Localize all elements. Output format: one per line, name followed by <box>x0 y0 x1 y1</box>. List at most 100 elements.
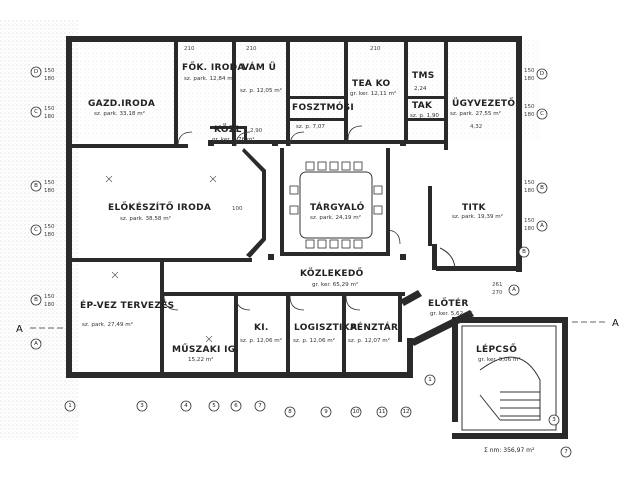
axis-left-3: B <box>34 183 38 189</box>
axis-right-2: C <box>540 111 544 117</box>
axis-left-1: D <box>34 69 38 75</box>
axis-right-3: B <box>540 185 544 191</box>
axis-bottom-5: 6 <box>234 403 238 409</box>
room-name-eloter: ELŐTÉR <box>428 297 469 309</box>
room-name-fok-iroda: FŐK. IRODA <box>182 62 245 73</box>
axis-right-5: B <box>522 249 526 255</box>
interior-walls <box>72 40 448 374</box>
axis-bottom-11: 12 <box>403 409 410 415</box>
dim-180-r4: 180 <box>524 226 535 232</box>
entrance-walls <box>400 244 474 346</box>
axis-bottom-9: 10 <box>353 409 360 415</box>
meeting-table <box>289 161 383 249</box>
axis-bottom-4: 5 <box>212 403 216 409</box>
dim-210-a: 210 <box>184 46 195 52</box>
room-area-elokeszito: sz. park. 38,58 m² <box>120 215 171 222</box>
room-name-ep-vez: ÉP-VEZ TERVEZÉS <box>80 299 174 311</box>
dim-180-l2: 180 <box>44 114 55 120</box>
dim-150-r4: 150 <box>524 218 535 224</box>
dimensions: 210 210 210 2,90 100 4,32 261 270 150 18… <box>44 46 535 308</box>
axis-bottom-2: 3 <box>140 403 144 409</box>
room-name-kozl: KÖZL <box>214 124 242 135</box>
dim-290: 2,90 <box>250 128 263 134</box>
room-name-fosztmosi: FOSZTMÓSI <box>292 101 354 113</box>
room-area-lepcso: gr. ker. 9,06 m² <box>478 356 521 363</box>
dim-270: 270 <box>492 290 503 296</box>
axis-left-5: B <box>34 297 38 303</box>
room-name-penztar: PÉNZTÁR <box>350 321 398 333</box>
room-name-ugyvezeto: ÜGYVEZETŐ <box>452 98 515 109</box>
dim-150-r3: 150 <box>524 180 535 186</box>
section-label-right: A <box>612 318 619 329</box>
room-name-tms: TMS <box>412 71 434 81</box>
room-area-ki: sz. p. 12,06 m² <box>240 337 282 344</box>
axis-right-6: A <box>512 287 516 293</box>
dim-150-r2: 150 <box>524 104 535 110</box>
room-area-eloter: gr. ker. 5,62 m² <box>430 310 473 317</box>
axis-bottom-6: 7 <box>258 403 262 409</box>
room-area-kozlekedo: gr. ker. 65,29 m² <box>312 281 358 288</box>
dim-150-l4: 150 <box>44 224 55 230</box>
dim-210-b: 210 <box>246 46 257 52</box>
dim-210-c: 210 <box>370 46 381 52</box>
axis-left-4: C <box>34 227 38 233</box>
outer-walls <box>66 36 522 378</box>
columns <box>208 140 406 260</box>
dim-100: 100 <box>232 206 243 212</box>
room-area-muszaki: 15,22 m² <box>188 356 213 363</box>
dim-150-l1: 150 <box>44 68 55 74</box>
room-area-ugyvezeto: sz. park. 27,55 m² <box>450 110 501 117</box>
room-area-tea-ko: gr. ker. 12,11 m² <box>350 90 396 97</box>
room-name-tea-ko: TEA KO <box>352 79 390 89</box>
room-area-titk: sz. park. 19,39 m² <box>452 213 503 220</box>
staircase-block <box>452 317 568 439</box>
axis-bottom-3: 4 <box>184 403 188 409</box>
axis-bottom-10: 11 <box>379 409 386 415</box>
room-name-ki: KI. <box>254 323 269 333</box>
scan-noise-top <box>70 40 540 140</box>
dim-180-l5: 180 <box>44 302 55 308</box>
room-name-logisztika: LOGISZTIKA <box>294 323 357 333</box>
room-area-penztar: sz. p. 12,07 m² <box>348 337 390 344</box>
dim-180-l3: 180 <box>44 188 55 194</box>
axis-bottom-8: 9 <box>324 409 328 415</box>
axis-markers-left: D C B C B A <box>30 66 42 350</box>
axis-markers-right: D C B A B A <box>508 68 548 296</box>
dim-180-r3: 180 <box>524 188 535 194</box>
axis-bottom-12: 1 <box>428 377 432 383</box>
room-name-targyalo: TÁRGYALÓ <box>310 201 365 213</box>
room-area-ep-vez: sz. park. 27,49 m² <box>82 321 133 328</box>
dim-150-r1: 150 <box>524 68 535 74</box>
axis-left-2: C <box>34 109 38 115</box>
room-name-gazd-iroda: GAZD.IRODA <box>88 99 155 109</box>
room-name-lepcso: LÉPCSŐ <box>476 343 517 355</box>
dim-180-l4: 180 <box>44 232 55 238</box>
axis-bottom-7: 8 <box>288 409 292 415</box>
room-name-titk: TITK <box>462 203 487 213</box>
dim-432: 4,32 <box>470 124 482 130</box>
dim-150-l5: 150 <box>44 294 55 300</box>
doors <box>163 125 401 311</box>
axis-left-6: A <box>34 341 38 347</box>
dim-150-l2: 150 <box>44 106 55 112</box>
room-labels: GAZD.IRODA sz. park. 33,18 m² FŐK. IRODA… <box>80 61 521 363</box>
room-area-tak: sz. p. 1,90 <box>410 113 439 119</box>
room-area-fosztmosi: sz. p. 7,07 <box>296 124 325 130</box>
room-name-vam: VÁM Ü <box>242 61 276 73</box>
axis-right-4: A <box>540 223 544 229</box>
room-name-tak: TAK <box>412 101 433 111</box>
room-area-gazd-iroda: sz. park. 33,18 m² <box>94 110 145 117</box>
total-area: Σ nm: 356,97 m² <box>484 447 535 454</box>
axis-right-1: D <box>540 71 544 77</box>
axis-bottom-1: 1 <box>68 403 72 409</box>
cross-marks <box>105 175 217 343</box>
room-name-muszaki: MŰSZAKI IG. <box>172 344 239 355</box>
dim-180-r1: 180 <box>524 76 535 82</box>
dim-180-l1: 180 <box>44 76 55 82</box>
axis-markers-bottom: 1 3 4 5 6 7 8 9 10 11 12 1 3 7 <box>64 374 572 458</box>
room-area-targyalo: sz. park. 24,19 m² <box>310 214 361 221</box>
room-area-logisztika: sz. p. 12,06 m² <box>293 337 335 344</box>
room-area-kozl: gr. ker. 5,76 m² <box>212 136 255 143</box>
dim-180-r2: 180 <box>524 112 535 118</box>
